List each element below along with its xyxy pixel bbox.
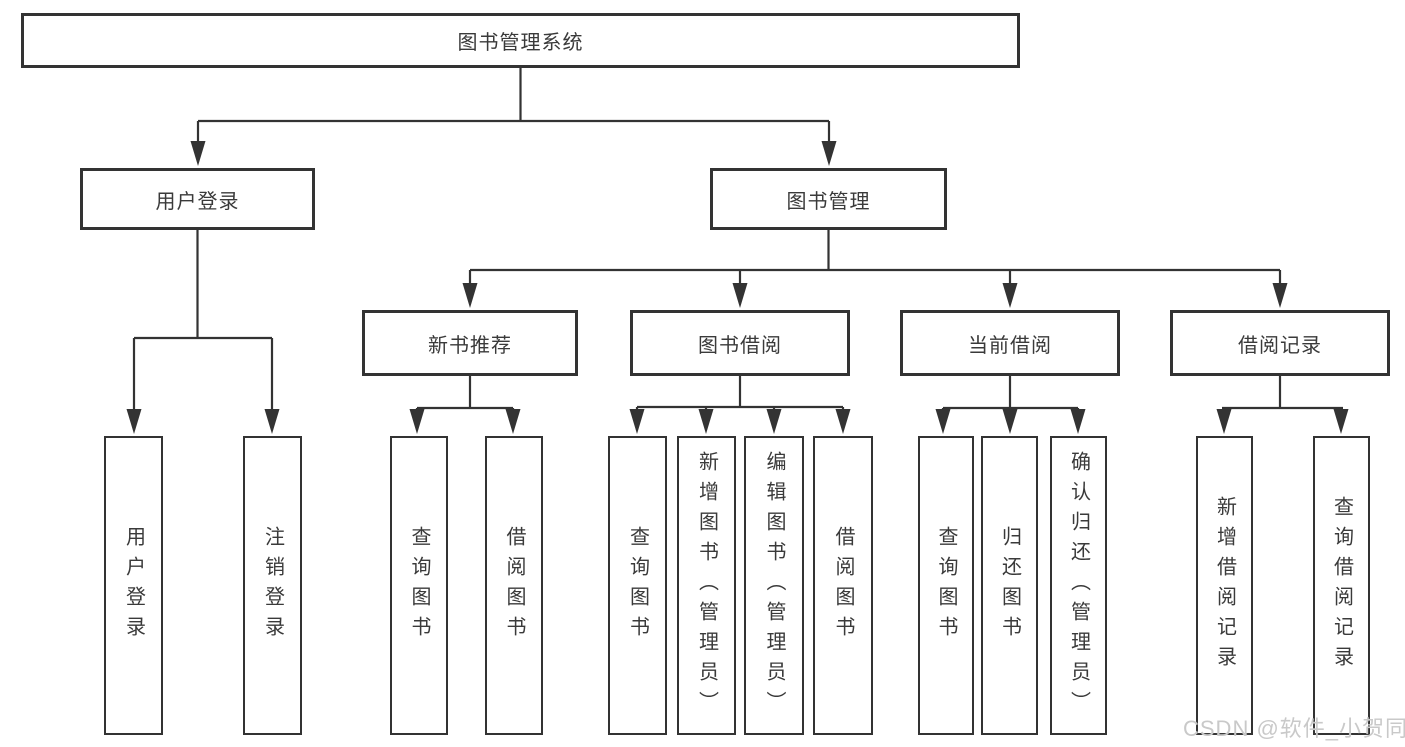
leaf-borrow-books-borrowing: 借阅图书 bbox=[813, 436, 873, 735]
leaf-label: 注销登录 bbox=[261, 525, 284, 646]
node-book-management: 图书管理 bbox=[710, 168, 947, 230]
node-current-borrowing: 当前借阅 bbox=[900, 310, 1120, 376]
leaf-add-borrow-record: 新增借阅记录 bbox=[1196, 436, 1253, 735]
leaf-user-login: 用户登录 bbox=[104, 436, 163, 735]
node-label: 图书管理系统 bbox=[457, 32, 584, 54]
node-label: 新书推荐 bbox=[428, 334, 512, 357]
arrowheads bbox=[126, 141, 1349, 434]
leaf-query-books-recommendation: 查询图书 bbox=[390, 436, 448, 735]
node-library-management-system: 图书管理系统 bbox=[21, 13, 1020, 68]
node-label: 用户登录 bbox=[155, 190, 240, 213]
leaf-borrow-books-recommendation: 借阅图书 bbox=[485, 436, 543, 735]
leaf-query-borrow-record: 查询借阅记录 bbox=[1313, 436, 1370, 735]
node-label: 借阅记录 bbox=[1238, 334, 1322, 357]
leaf-label: 用户登录 bbox=[122, 525, 145, 646]
leaf-label: 查询借阅记录 bbox=[1330, 495, 1353, 676]
leaf-query-books-borrowing: 查询图书 bbox=[608, 436, 667, 735]
leaf-label: 归还图书 bbox=[998, 525, 1021, 646]
node-book-borrowing: 图书借阅 bbox=[630, 310, 850, 376]
leaf-logout: 注销登录 bbox=[243, 436, 302, 735]
leaf-query-books-current: 查询图书 bbox=[918, 436, 974, 735]
leaf-label: 借阅图书 bbox=[503, 525, 525, 646]
leaf-add-books-admin: 新增图书（管理员） bbox=[677, 436, 736, 735]
leaf-return-books: 归还图书 bbox=[981, 436, 1038, 735]
node-new-book-recommendation: 新书推荐 bbox=[362, 310, 578, 376]
node-user-login: 用户登录 bbox=[80, 168, 315, 230]
leaf-label: 查询图书 bbox=[935, 525, 957, 646]
leaf-confirm-return-admin: 确认归还（管理员） bbox=[1050, 436, 1107, 735]
leaf-label: 新增图书（管理员） bbox=[695, 450, 718, 721]
leaf-edit-books-admin: 编辑图书（管理员） bbox=[744, 436, 804, 735]
node-label: 图书管理 bbox=[786, 190, 871, 213]
node-label: 图书借阅 bbox=[698, 334, 782, 357]
leaf-label: 借阅图书 bbox=[832, 525, 854, 646]
csdn-watermark: CSDN @软件_小贺同学 bbox=[1183, 716, 1405, 741]
node-borrowing-records: 借阅记录 bbox=[1170, 310, 1390, 376]
leaf-label: 查询图书 bbox=[626, 525, 649, 646]
leaf-label: 编辑图书（管理员） bbox=[763, 450, 785, 721]
leaf-label: 新增借阅记录 bbox=[1213, 495, 1236, 676]
node-label: 当前借阅 bbox=[968, 334, 1052, 357]
leaf-label: 查询图书 bbox=[408, 525, 430, 646]
leaf-label: 确认归还（管理员） bbox=[1067, 450, 1090, 721]
